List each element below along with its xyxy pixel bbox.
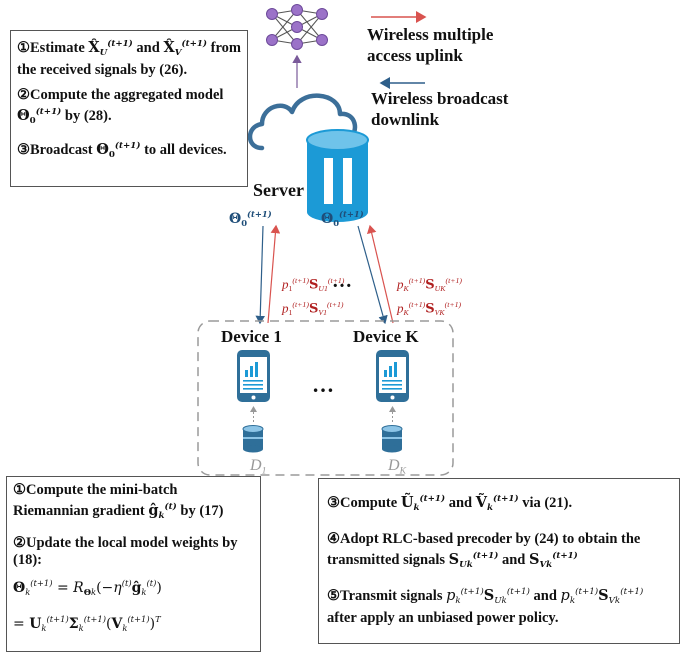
- smartphone-chart-icon: [376, 350, 409, 402]
- step-text: and: [448, 495, 473, 512]
- step-text: Compute: [340, 495, 398, 512]
- downlink-arrow-device-1: [255, 225, 266, 325]
- smartphone-chart-icon: [237, 350, 270, 402]
- dataset-symbol: D: [250, 457, 262, 474]
- step-text: and: [533, 588, 557, 605]
- step-marker: ①: [17, 40, 30, 57]
- dataset-index: K: [399, 465, 406, 477]
- precoder-steps-box: ③Compute Ũk(t+1) and Ṽk(t+1) via (21). ④…: [318, 478, 680, 644]
- device-k-label: Device K: [353, 327, 419, 346]
- step-text: Compute the mini-batch Riemannian gradie…: [13, 482, 178, 520]
- device-step-2: ②Update the local model weights by (18):: [13, 535, 254, 569]
- cloud-icon: [247, 93, 358, 151]
- step-marker: ②: [13, 535, 26, 552]
- device-step-3: ③Compute Ũk(t+1) and Ṽk(t+1) via (21).: [327, 491, 671, 517]
- update-equation-line2: = Uk(t+1)Σk(t+1)(Vk(t+1))T: [13, 613, 161, 633]
- math-gradient: ĝk(t): [148, 502, 177, 522]
- device-step-4: ④Adopt RLC-based precoder by (24) to obt…: [327, 531, 671, 574]
- math-s-vk: SVk(t+1): [528, 551, 578, 571]
- step-text: from the received signals by (26).: [17, 40, 241, 79]
- server-step-2: ②Compute the aggregated model Θ0(t+1) by…: [17, 87, 241, 130]
- uplink-label-u1: p1(t+1)SU1(t+1): [282, 276, 345, 294]
- step-text: and: [136, 40, 160, 57]
- server-step-3: ③Broadcast Θ0(t+1) to all devices.: [17, 138, 241, 164]
- math-theta0: Θ0(t+1): [17, 107, 62, 127]
- downlink-legend-line1: Wireless broadcast: [371, 89, 509, 108]
- downlink-legend: Wireless broadcast downlink: [371, 88, 508, 130]
- device-steps-box: ①Compute the mini-batch Riemannian gradi…: [6, 476, 261, 652]
- uplink-label-vk: pK(t+1)SVK(t+1): [397, 300, 462, 318]
- math-theta0: Θ0(t+1): [96, 141, 141, 161]
- uplink-arrow-device-k: [366, 224, 394, 324]
- device-step-1: ①Compute the mini-batch Riemannian gradi…: [13, 482, 254, 525]
- math-p-s-uk: pk(t+1)SUk(t+1): [446, 587, 530, 607]
- uplink-legend-line1: Wireless multiple: [367, 25, 494, 44]
- step-text: Adopt RLC-based precoder by (24) to obta…: [327, 531, 641, 569]
- device-group-boundary: [197, 320, 454, 476]
- server-label: Server: [253, 180, 304, 200]
- math-v-tilde: Ṽk(t+1): [475, 494, 519, 514]
- step-text: and: [501, 552, 526, 569]
- step-text: by (28).: [64, 108, 112, 125]
- downlink-label-device-k: Θ0(t+1): [321, 209, 364, 228]
- dataset-1-label: D1: [250, 457, 266, 476]
- dataset-symbol: D: [388, 457, 400, 474]
- step-text: Broadcast: [30, 142, 93, 159]
- math-u-hat: X̂U(t+1): [88, 39, 133, 59]
- downlink-arrow-device-k: [357, 225, 388, 325]
- math-v-hat: X̂V(t+1): [163, 39, 208, 59]
- database-icon: [306, 129, 369, 222]
- update-equation-line1: Θk(t+1) = RΘk(−η(t)ĝk(t)): [13, 578, 162, 597]
- step-marker: ②: [17, 87, 30, 104]
- ellipsis-top: …: [332, 270, 352, 292]
- step-text: via (21).: [522, 495, 573, 512]
- step-marker: ③: [17, 142, 30, 159]
- step-text: Compute the aggregated model: [30, 87, 224, 104]
- step-marker: ④: [327, 531, 340, 548]
- server-steps-box: ①Estimate X̂U(t+1) and X̂V(t+1) from the…: [10, 30, 248, 187]
- neural-network-icon: [266, 4, 328, 50]
- device-step-5: ⑤Transmit signals pk(t+1)SUk(t+1) and pk…: [327, 584, 671, 627]
- database-icon: [381, 425, 403, 453]
- downlink-label-device-1: Θ0(t+1): [229, 209, 272, 228]
- server-step-1: ①Estimate X̂U(t+1) and X̂V(t+1) from the…: [17, 36, 241, 79]
- math-s-uk: SUk(t+1): [448, 551, 499, 571]
- step-text: to all devices.: [144, 142, 227, 159]
- uplink-legend-line2: access uplink: [367, 46, 463, 65]
- step-text: by (17): [180, 503, 224, 520]
- ellipsis-devices: …: [312, 372, 334, 397]
- step-text: Transmit signals: [340, 588, 443, 605]
- step-marker: ③: [327, 495, 340, 512]
- database-icon: [242, 425, 264, 453]
- step-text: Estimate: [30, 40, 85, 57]
- dataset-index: 1: [261, 465, 267, 477]
- uplink-arrow-device-1: [267, 224, 281, 324]
- uplink-label-v1: p1(t+1)SV1(t+1): [282, 300, 344, 318]
- uplink-legend: Wireless multiple access uplink: [367, 24, 493, 66]
- math-u-tilde: Ũk(t+1): [400, 494, 446, 514]
- device-1-label: Device 1: [221, 327, 282, 346]
- uplink-label-uk: pK(t+1)SUK(t+1): [397, 276, 462, 294]
- step-marker: ①: [13, 482, 26, 498]
- step-text: after apply an unbiased power policy.: [327, 610, 559, 627]
- step-text: Update the local model weights by (18):: [13, 535, 238, 569]
- downlink-legend-line2: downlink: [371, 110, 440, 129]
- math-p-s-vk: pk(t+1)SVk(t+1): [560, 587, 644, 607]
- dataset-k-label: DK: [388, 457, 406, 476]
- step-marker: ⑤: [327, 588, 340, 605]
